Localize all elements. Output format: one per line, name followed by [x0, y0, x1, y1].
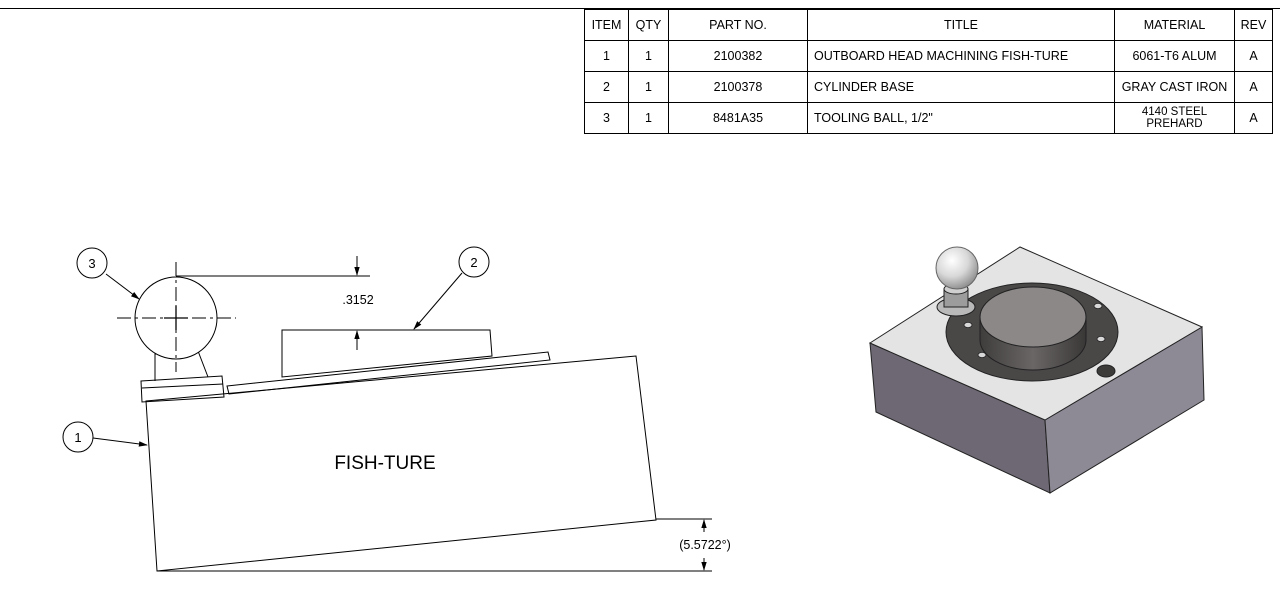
bom-row: 3 1 8481A35 TOOLING BALL, 1/2" 4140 STEE… [584, 102, 1273, 134]
side-view-text: 3 2 1 .3152 FISH-TURE (5.5722°) [74, 255, 730, 552]
iso-top-hole [1096, 364, 1116, 378]
side-view [62, 246, 712, 572]
bom-cell-item: 1 [584, 40, 629, 72]
bom-cell-part-no: 2100378 [668, 71, 808, 103]
balloon-1-leader [92, 437, 148, 447]
balloon-3-leader [105, 273, 140, 300]
bom-cell-rev: A [1234, 40, 1273, 72]
bom-header-rev: REV [1234, 9, 1273, 41]
balloon-3 [76, 247, 108, 279]
bill-of-materials-table: ITEM QTY PART NO. TITLE MATERIAL REV 1 1… [584, 9, 1273, 134]
fixture-name-label: FISH-TURE [334, 453, 435, 474]
bom-cell-part-no: 2100382 [668, 40, 808, 72]
bom-cell-qty: 1 [628, 102, 669, 134]
bom-cell-title: OUTBOARD HEAD MACHINING FISH-TURE [807, 40, 1115, 72]
bom-cell-item: 2 [584, 71, 629, 103]
bom-cell-material: 4140 STEEL PREHARD [1114, 102, 1235, 134]
bom-cell-material: GRAY CAST IRON [1114, 71, 1235, 103]
isometric-view [868, 246, 1205, 494]
bom-header-title: TITLE [807, 9, 1115, 41]
bom-row: 1 1 2100382 OUTBOARD HEAD MACHINING FISH… [584, 40, 1273, 72]
balloon-2-leader [413, 272, 463, 330]
balloon-1-label: 1 [74, 430, 81, 445]
balloon-3-label: 3 [88, 256, 95, 271]
bom-header-material: MATERIAL [1114, 9, 1235, 41]
fixture-body-outline [145, 355, 657, 572]
bom-cell-title: CYLINDER BASE [807, 71, 1115, 103]
bom-row: 2 1 2100378 CYLINDER BASE GRAY CAST IRON… [584, 71, 1273, 103]
bom-header-item: ITEM [584, 9, 629, 41]
bom-cell-rev: A [1234, 102, 1273, 134]
cylinder-base-plate [226, 351, 551, 395]
bom-cell-item: 3 [584, 102, 629, 134]
sheet-border-line [0, 8, 1280, 9]
balloon-2-label: 2 [470, 255, 477, 270]
balloon-1 [62, 421, 94, 453]
bom-cell-title: TOOLING BALL, 1/2" [807, 102, 1115, 134]
bom-cell-material: 6061-T6 ALUM [1114, 40, 1235, 72]
bom-header-part-no: PART NO. [668, 9, 808, 41]
bom-header-row: ITEM QTY PART NO. TITLE MATERIAL REV [584, 9, 1273, 41]
bom-cell-part-no: 8481A35 [668, 102, 808, 134]
bom-cell-rev: A [1234, 71, 1273, 103]
angle-dim-text: (5.5722°) [679, 538, 731, 552]
bom-cell-qty: 1 [628, 71, 669, 103]
tooling-ball-base [140, 375, 225, 403]
tooling-ball-base-edge [141, 383, 224, 389]
iso-tooling-ball [935, 246, 979, 290]
dim-height-text: .3152 [342, 293, 373, 307]
bom-header-qty: QTY [628, 9, 669, 41]
cylinder-base-body [281, 329, 493, 378]
iso-cylinder-top [979, 286, 1087, 348]
bom-cell-qty: 1 [628, 40, 669, 72]
balloon-2 [458, 246, 490, 278]
